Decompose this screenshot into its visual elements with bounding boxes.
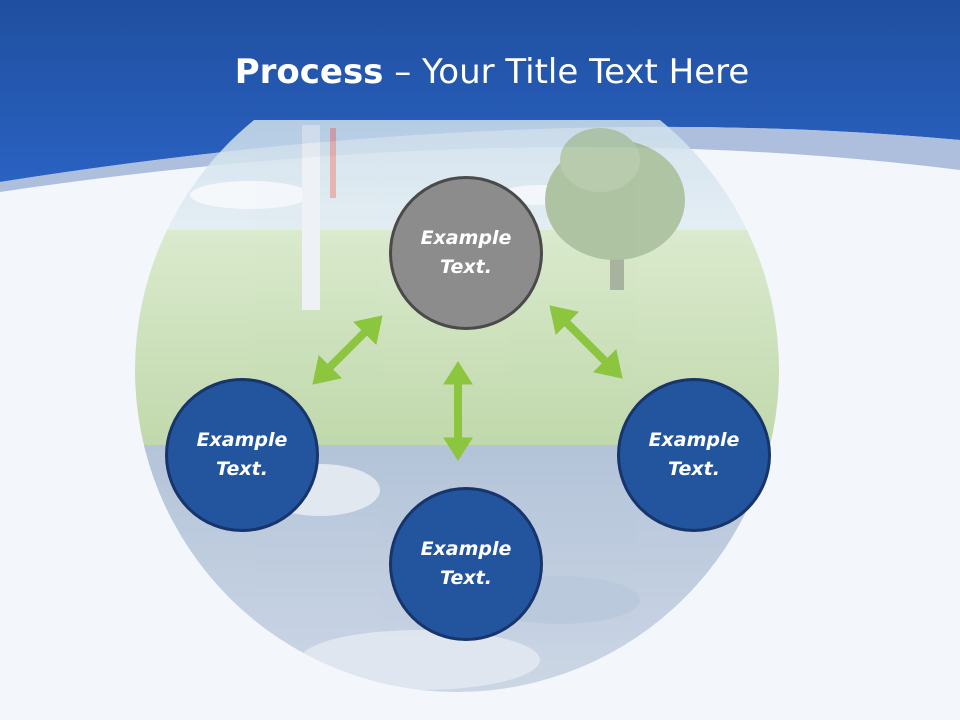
process-node-top[interactable]: Example Text. bbox=[389, 176, 543, 330]
title-rest: – Your Title Text Here bbox=[383, 52, 750, 92]
node-right-line2: Text. bbox=[668, 458, 720, 480]
process-arrows bbox=[312, 305, 623, 461]
process-node-right[interactable]: Example Text. bbox=[617, 378, 771, 532]
header-swoosh bbox=[0, 126, 960, 192]
node-right-line1: Example bbox=[648, 429, 740, 451]
process-node-left[interactable]: Example Text. bbox=[165, 378, 319, 532]
process-node-bottom[interactable]: Example Text. bbox=[389, 487, 543, 641]
slide-title: Process – Your Title Text Here bbox=[0, 52, 960, 92]
node-left-line1: Example bbox=[196, 429, 288, 451]
node-bottom-line1: Example bbox=[420, 538, 512, 560]
node-top-line2: Text. bbox=[440, 256, 492, 278]
node-bottom-line2: Text. bbox=[440, 567, 492, 589]
node-left-line2: Text. bbox=[216, 458, 268, 480]
title-bold: Process bbox=[234, 52, 384, 92]
node-top-line1: Example bbox=[420, 227, 512, 249]
